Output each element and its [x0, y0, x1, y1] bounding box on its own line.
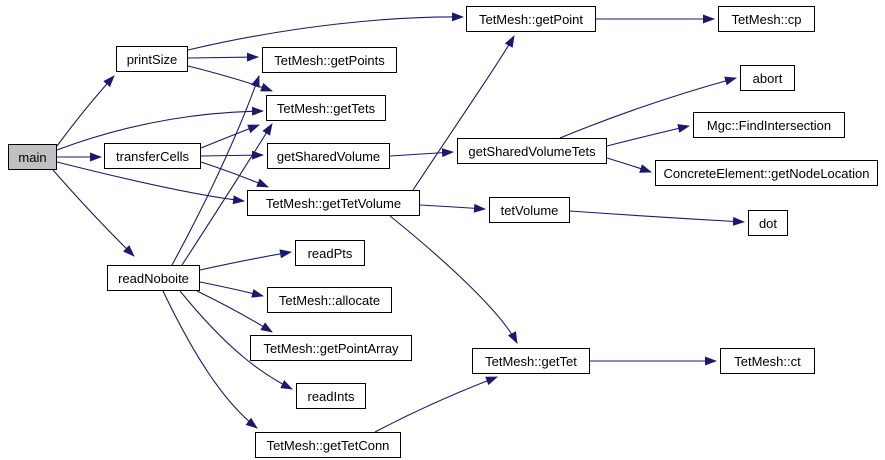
node-getPoint[interactable]: TetMesh::getPoint: [466, 6, 596, 32]
edge-main-to-printSize: [56, 75, 115, 147]
node-getSharedVolumeTets[interactable]: getSharedVolumeTets: [457, 138, 607, 164]
node-readNoboite[interactable]: readNoboite: [107, 265, 200, 291]
edge-printSize-to-getPoints: [187, 52, 259, 62]
node-readInts[interactable]: readInts: [296, 383, 366, 409]
node-readPts[interactable]: readPts: [295, 240, 365, 266]
edge-getTetConn-to-getTet: [374, 376, 498, 433]
edge-getSharedVolume-to-getSharedVolumeTets: [389, 148, 454, 158]
edge-readNoboite-to-getPoints: [171, 75, 260, 266]
edge-getSharedVolumeTets-to-getNodeLocation: [606, 157, 652, 173]
node-abort[interactable]: abort: [740, 65, 795, 91]
edge-main-to-readNoboite: [52, 169, 135, 257]
node-transferCells[interactable]: transferCells: [104, 143, 201, 169]
node-getTets[interactable]: TetMesh::getTets: [266, 95, 386, 121]
edge-main-to-getTets: [56, 106, 264, 151]
edge-readNoboite-to-readPts: [199, 249, 292, 271]
node-getTetVolume[interactable]: TetMesh::getTetVolume: [247, 190, 420, 216]
node-getNodeLocation[interactable]: ConcreteElement::getNodeLocation: [655, 160, 878, 186]
node-getPointArray[interactable]: TetMesh::getPointArray: [250, 335, 412, 361]
edge-readNoboite-to-getTets: [181, 123, 273, 266]
node-getTetConn[interactable]: TetMesh::getTetConn: [255, 432, 401, 458]
edge-main-to-getTetVolume: [56, 161, 245, 205]
edge-readNoboite-to-getPointArray: [196, 290, 273, 333]
edge-getSharedVolumeTets-to-FindIntersection: [606, 124, 690, 147]
node-cp[interactable]: TetMesh::cp: [718, 6, 815, 32]
edge-transferCells-to-getTets: [200, 124, 260, 149]
node-dot[interactable]: dot: [748, 210, 788, 236]
node-tetVolume[interactable]: tetVolume: [489, 197, 570, 223]
node-allocate[interactable]: TetMesh::allocate: [267, 287, 392, 313]
edge-getTetVolume-to-getPoint: [412, 35, 515, 191]
edge-getTetVolume-to-tetVolume: [419, 203, 486, 213]
edge-getTetVolume-to-getTet: [389, 215, 518, 344]
node-ct[interactable]: TetMesh::ct: [720, 348, 815, 374]
node-printSize[interactable]: printSize: [116, 46, 188, 72]
edge-group: [52, 12, 745, 433]
edge-tetVolume-to-dot: [569, 210, 745, 226]
edge-readNoboite-to-getTetConn: [162, 290, 258, 429]
edge-transferCells-to-getTetVolume: [200, 161, 269, 188]
edge-readNoboite-to-readInts: [179, 290, 293, 390]
node-main[interactable]: main: [8, 144, 57, 170]
node-FindIntersection[interactable]: Mgc::FindIntersection: [693, 112, 845, 138]
edge-printSize-to-getPoint: [187, 12, 464, 51]
node-getPoints[interactable]: TetMesh::getPoints: [262, 47, 397, 73]
node-getSharedVolume[interactable]: getSharedVolume: [267, 143, 390, 169]
edge-getSharedVolumeTets-to-abort: [559, 76, 737, 139]
edge-printSize-to-getTets: [187, 65, 273, 92]
node-getTet[interactable]: TetMesh::getTet: [472, 348, 590, 374]
edge-readNoboite-to-allocate: [199, 281, 264, 298]
